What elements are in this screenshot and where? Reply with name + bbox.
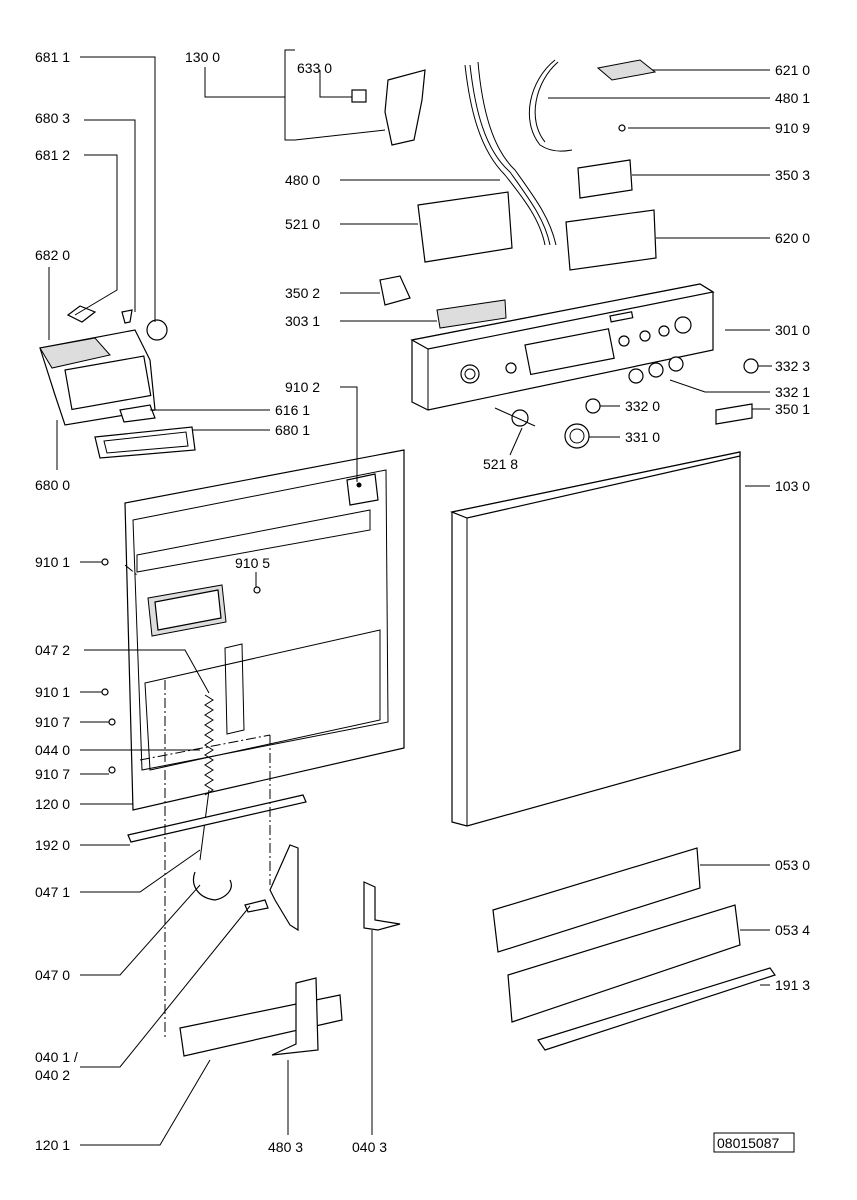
label-521-0: 521 0 (285, 216, 320, 232)
label-047-0: 047 0 (35, 967, 70, 983)
label-047-2: 047 2 (35, 642, 70, 658)
label-191-3: 191 3 (775, 977, 810, 993)
button-strip-part (436, 299, 507, 329)
label-620-0: 620 0 (775, 230, 810, 246)
label-682-0: 682 0 (35, 247, 70, 263)
label-350-3: 350 3 (775, 167, 810, 183)
detergent-dispenser-part (39, 305, 196, 459)
label-120-0: 120 0 (35, 796, 70, 812)
label-681-1: 681 1 (35, 49, 70, 65)
label-616-1: 616 1 (275, 402, 310, 418)
module-part (596, 59, 657, 81)
drawing-number: 08015087 (717, 1135, 780, 1151)
label-303-1: 303 1 (285, 313, 320, 329)
outer-door-part (449, 451, 741, 827)
label-910-5: 910 5 (235, 555, 270, 571)
electronic-module-part (417, 191, 513, 263)
knob-part (743, 358, 759, 374)
label-053-4: 053 4 (775, 922, 810, 938)
label-103-0: 103 0 (775, 478, 810, 494)
label-331-0: 331 0 (625, 429, 660, 445)
label-480-0: 480 0 (285, 172, 320, 188)
label-350-1: 350 1 (775, 401, 810, 417)
label-680-0: 680 0 (35, 477, 70, 493)
label-621-0: 621 0 (775, 62, 810, 78)
control-panel-part (410, 283, 715, 411)
seal-strip-part (537, 967, 776, 1051)
label-680-1: 680 1 (275, 422, 310, 438)
label-332-3: 332 3 (775, 358, 810, 374)
plinth-cover-part (507, 904, 741, 1023)
leader-lines (48, 49, 772, 1146)
screw-part (618, 124, 626, 132)
label-910-7-a: 910 7 (35, 714, 70, 730)
label-480-3: 480 3 (268, 1139, 303, 1155)
label-910-1-a: 910 1 (35, 554, 70, 570)
label-680-3: 680 3 (35, 110, 70, 126)
label-350-2: 350 2 (285, 285, 320, 301)
label-910-9: 910 9 (775, 120, 810, 136)
label-681-2: 681 2 (35, 147, 70, 163)
drawing-number-box (713, 1132, 795, 1153)
label-301-0: 301 0 (775, 322, 810, 338)
label-332-0: 332 0 (625, 398, 660, 414)
inner-door-part (124, 449, 405, 811)
wiring-harness-part (464, 59, 573, 246)
label-910-7-b: 910 7 (35, 766, 70, 782)
rail-part (127, 794, 307, 843)
label-040-2: 040 2 (35, 1067, 70, 1083)
label-332-1: 332 1 (775, 384, 810, 400)
label-480-1: 480 1 (775, 90, 810, 106)
door-switch-part (351, 69, 426, 146)
hinge-bracket-part (269, 844, 299, 932)
label-120-1: 120 1 (35, 1137, 70, 1153)
hinge-part (193, 871, 232, 901)
label-040-1: 040 1 / (35, 1049, 78, 1065)
label-130-0: 130 0 (185, 49, 220, 65)
selector-part (379, 275, 411, 306)
label-044-0: 044 0 (35, 742, 70, 758)
label-521-8: 521 8 (483, 456, 518, 472)
label-910-1-b: 910 1 (35, 684, 70, 700)
label-633-0: 633 0 (297, 60, 332, 76)
label-192-0: 192 0 (35, 837, 70, 853)
bracket-part (565, 209, 657, 271)
display-part (577, 159, 633, 199)
label-910-2: 910 2 (285, 379, 320, 395)
label-040-3: 040 3 (352, 1139, 387, 1155)
label-053-0: 053 0 (775, 857, 810, 873)
plinth-part (492, 847, 701, 953)
bracket-480-3-part (271, 977, 319, 1056)
label-047-1: 047 1 (35, 884, 70, 900)
bracket-040-3-part (363, 881, 401, 931)
